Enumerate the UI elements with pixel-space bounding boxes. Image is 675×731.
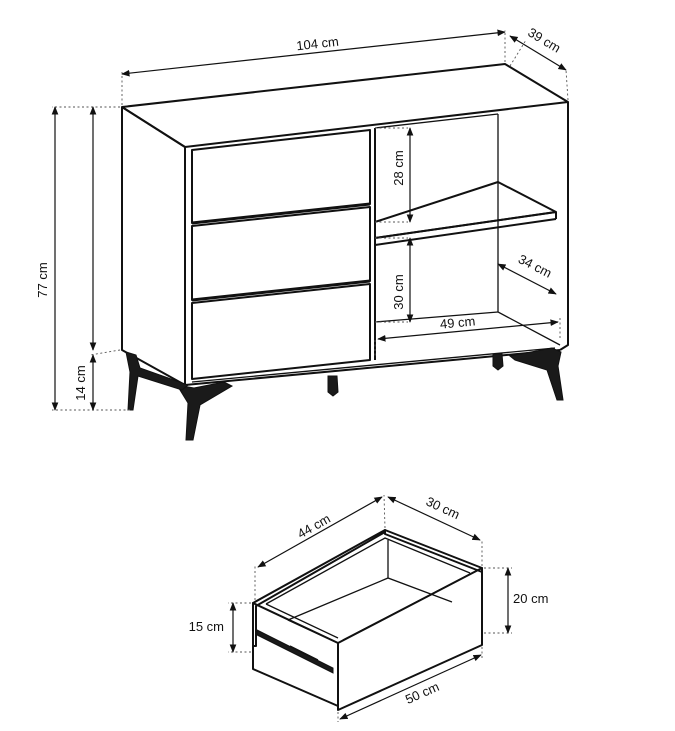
compartment-shelf — [374, 181, 557, 239]
drawer-back-panel — [384, 529, 483, 573]
sideboard-labels: 104 cm 39 cm 77 cm 14 cm 28 cm 30 cm 34 … — [35, 25, 563, 401]
drawer-front-bottom — [191, 283, 371, 380]
sideboard-top — [121, 63, 569, 148]
drawer-front-height-label: 20 cm — [513, 591, 548, 606]
height-label: 77 cm — [35, 262, 50, 297]
lower-shelf-label: 30 cm — [391, 274, 406, 309]
sideboard-right-side — [559, 102, 569, 351]
sideboard-drawer-fronts — [191, 129, 371, 380]
open-compartment — [374, 113, 561, 360]
leg-back-left — [125, 351, 189, 411]
drawer-runner — [256, 629, 334, 674]
sideboard-drawing: 104 cm 39 cm 77 cm 14 cm 28 cm 30 cm 34 … — [35, 25, 569, 441]
dimension-lines — [51, 29, 567, 411]
drawer-length-label: 44 cm — [295, 511, 333, 541]
upper-shelf-label: 28 cm — [391, 150, 406, 185]
shelf-width-label: 49 cm — [439, 313, 476, 331]
drawer-front-width-label: 50 cm — [403, 679, 441, 707]
leg-back-right — [492, 353, 504, 371]
sideboard-legs — [125, 347, 564, 441]
drawer-box-height-label: 15 cm — [189, 619, 224, 634]
leg-back-center — [327, 375, 339, 397]
leg-height-label: 14 cm — [73, 365, 88, 400]
drawer-depth-label: 30 cm — [424, 494, 462, 523]
depth-label: 39 cm — [525, 25, 563, 56]
drawer-inner-floor — [287, 577, 453, 621]
width-label: 104 cm — [295, 34, 339, 54]
leg-front-left — [175, 381, 234, 441]
drawer-drawing: 44 cm 30 cm 20 cm 15 cm 50 cm — [189, 494, 548, 722]
leg-front-right — [508, 347, 564, 401]
sideboard-left-side — [121, 107, 186, 386]
